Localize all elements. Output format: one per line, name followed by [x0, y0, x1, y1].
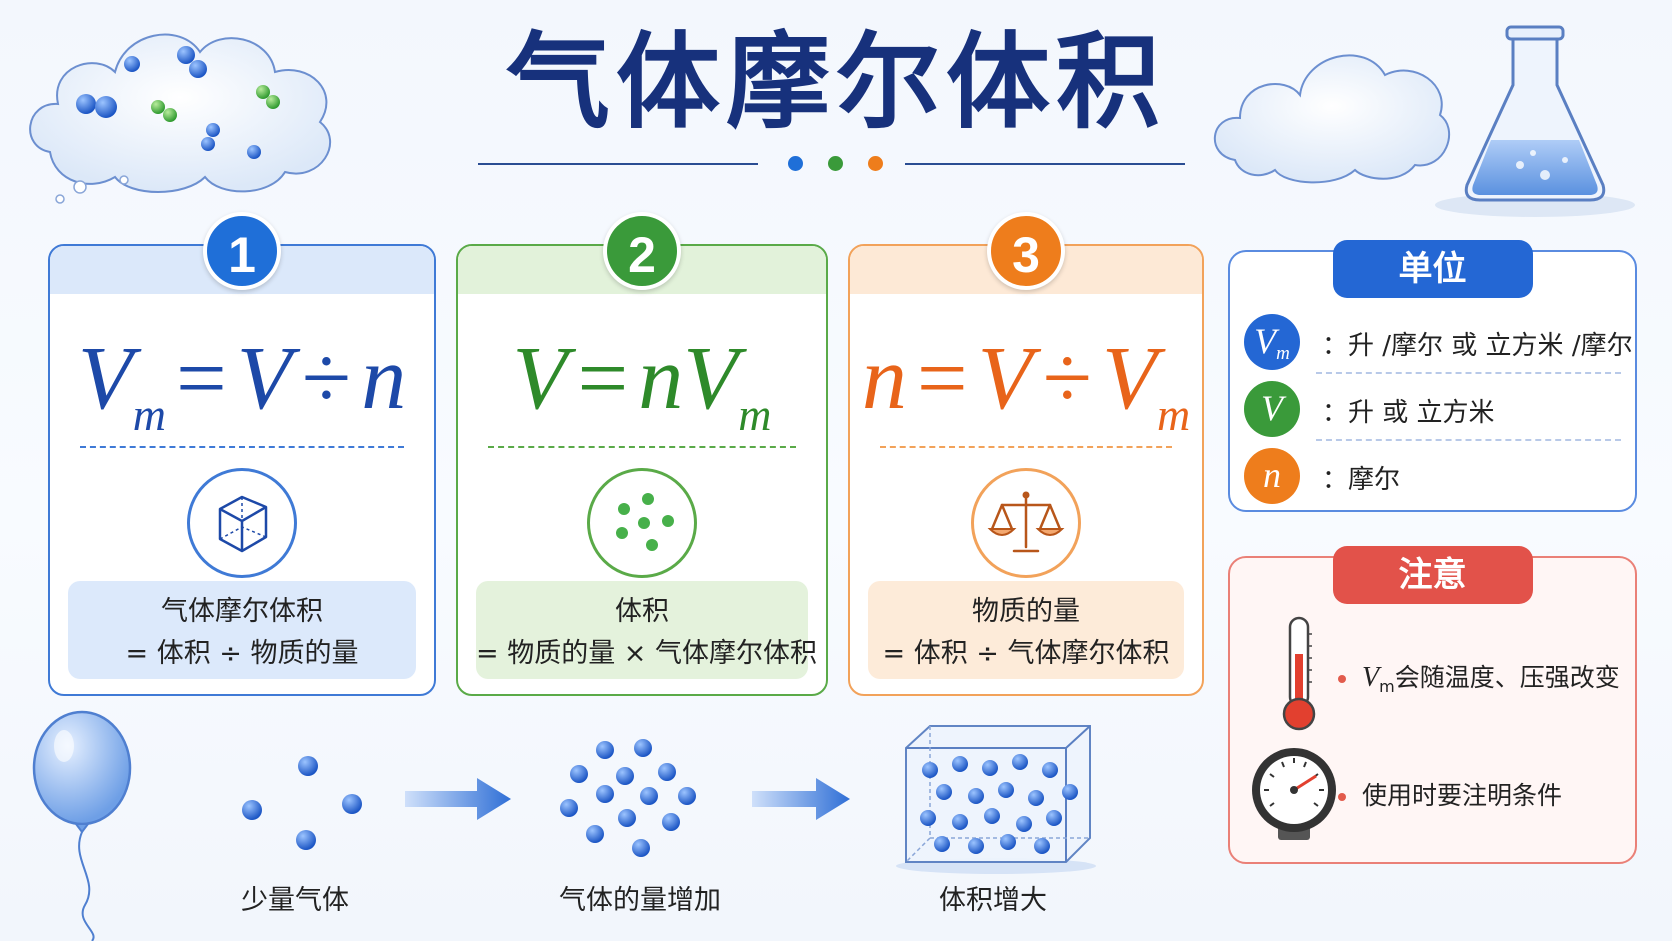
unit-symbol: n	[1263, 455, 1281, 495]
unit-text: ：升 /摩尔 或 立方米 /摩尔	[1322, 331, 1633, 361]
icon-badge	[971, 468, 1081, 578]
formula-v: V=nVm	[458, 324, 826, 438]
formula-description: 体积 = 物质的量 × 气体摩尔体积	[476, 581, 817, 679]
cube-icon	[218, 495, 268, 553]
formula-lhs: V	[512, 329, 568, 428]
formula-lhs: n	[861, 329, 907, 428]
thermometer-icon	[1282, 616, 1316, 731]
title-rule-right	[905, 163, 1185, 165]
formula-equals: =	[176, 329, 227, 428]
balloon-icon	[32, 710, 132, 941]
note-item-1: Vm会随温度、压强改变	[1338, 658, 1620, 696]
step-number-2: 2	[603, 212, 681, 290]
note-text: 会随温度、压强改变	[1394, 663, 1620, 692]
note-symbol-sub: m	[1379, 677, 1395, 696]
formula-description: 气体摩尔体积 = 体积 ÷ 物质的量	[68, 581, 416, 679]
arrow-right-icon	[752, 778, 850, 820]
unit-badge-vm: Vm	[1244, 314, 1300, 370]
unit-text: ：升 或 立方米	[1322, 398, 1495, 428]
divider	[880, 446, 1172, 448]
formula-operator: ÷	[301, 329, 352, 428]
formula-term-1: nV	[638, 329, 739, 428]
formula-lhs-sub: m	[132, 389, 167, 440]
title-dot-blue	[788, 156, 803, 171]
desc-line-1: 体积	[615, 596, 669, 627]
unit-badge-n: n	[1244, 448, 1300, 504]
formula-term-2-sub: m	[1156, 389, 1191, 440]
step-number-1: 1	[203, 212, 281, 290]
note-item-2: 使用时要注明条件	[1338, 776, 1562, 812]
molecule-cloud-icon	[29, 33, 332, 204]
molecules-icon	[616, 493, 674, 551]
units-heading: 单位	[1332, 240, 1533, 298]
title-dot-orange	[868, 156, 883, 171]
notes-panel: 注意 Vm会随温度、压强改变 使用时要注明条件	[1228, 546, 1637, 864]
note-text: 使用时要注明条件	[1362, 781, 1563, 810]
bullet	[1338, 675, 1346, 683]
notes-heading: 注意	[1332, 546, 1533, 604]
gas-container-icon	[896, 725, 1096, 874]
formula-description: 物质的量 = 体积 ÷ 气体摩尔体积	[868, 581, 1184, 679]
desc-line-2: = 体积 ÷ 气体摩尔体积	[882, 638, 1170, 669]
desc-line-1: 气体摩尔体积	[161, 596, 323, 627]
arrow-right-icon	[405, 778, 511, 820]
pressure-gauge-icon	[1252, 748, 1336, 840]
caption-more-gas: 气体的量增加	[559, 885, 721, 916]
caption-few-gas: 少量气体	[241, 885, 349, 916]
formula-term-1: V	[236, 329, 292, 428]
desc-line-1: 物质的量	[972, 596, 1080, 627]
page-title: 气体摩尔体积	[505, 21, 1166, 143]
caption-volume-increase: 体积增大	[939, 885, 1047, 916]
unit-symbol: V	[1254, 321, 1277, 361]
flask-icon	[1435, 25, 1635, 217]
formula-lhs: V	[77, 329, 133, 428]
unit-symbol: V	[1261, 388, 1283, 428]
unit-text: ：摩尔	[1322, 465, 1401, 495]
divider	[488, 446, 796, 448]
formula-n: n=V÷Vm	[850, 324, 1202, 438]
title-dot-green	[828, 156, 843, 171]
desc-line-2: = 物质的量 × 气体摩尔体积	[476, 638, 817, 669]
formula-vm: Vm=V÷n	[50, 324, 434, 438]
formula-card-2: 2 V=nVm 体积 = 物质的量 × 气体摩尔体积	[456, 212, 828, 696]
gas-more-molecules-icon	[560, 739, 696, 857]
formula-term-2: V	[1101, 329, 1157, 428]
unit-symbol-sub: m	[1276, 343, 1290, 364]
units-panel: 单位 Vm ：升 /摩尔 或 立方米 /摩尔 V ：升 或 立方米 n ：摩尔	[1228, 240, 1637, 512]
formula-term-2: n	[361, 329, 407, 428]
divider	[1316, 439, 1621, 441]
cloud-icon	[1213, 54, 1451, 184]
unit-row-vm: Vm ：升 /摩尔 或 立方米 /摩尔	[1244, 308, 1633, 374]
gas-few-molecules-icon	[242, 756, 362, 850]
formula-equals: =	[916, 329, 968, 428]
unit-row-n: n ：摩尔	[1244, 442, 1621, 508]
desc-line-2: = 体积 ÷ 物质的量	[125, 638, 359, 669]
divider	[1316, 372, 1621, 374]
note-symbol: V	[1362, 662, 1380, 693]
formula-term-1: V	[977, 329, 1033, 428]
unit-row-v: V ：升 或 立方米	[1244, 375, 1621, 441]
formula-equals: =	[577, 329, 629, 428]
divider	[80, 446, 404, 448]
step-number-3: 3	[987, 212, 1065, 290]
formula-card-1: 1 Vm=V÷n 气体摩尔体积 = 体积 ÷ 物质的量	[48, 212, 436, 696]
unit-badge-v: V	[1244, 381, 1300, 437]
bullet	[1338, 793, 1346, 801]
formula-card-3: 3 n=V÷Vm 物质的量 = 体积 ÷ 气体摩尔体积	[848, 212, 1204, 696]
balance-scale-icon	[987, 491, 1065, 553]
icon-badge	[587, 468, 697, 578]
formula-term-1-sub: m	[738, 389, 772, 440]
title-rule-left	[478, 163, 758, 165]
icon-badge	[187, 468, 297, 578]
formula-operator: ÷	[1042, 329, 1092, 428]
